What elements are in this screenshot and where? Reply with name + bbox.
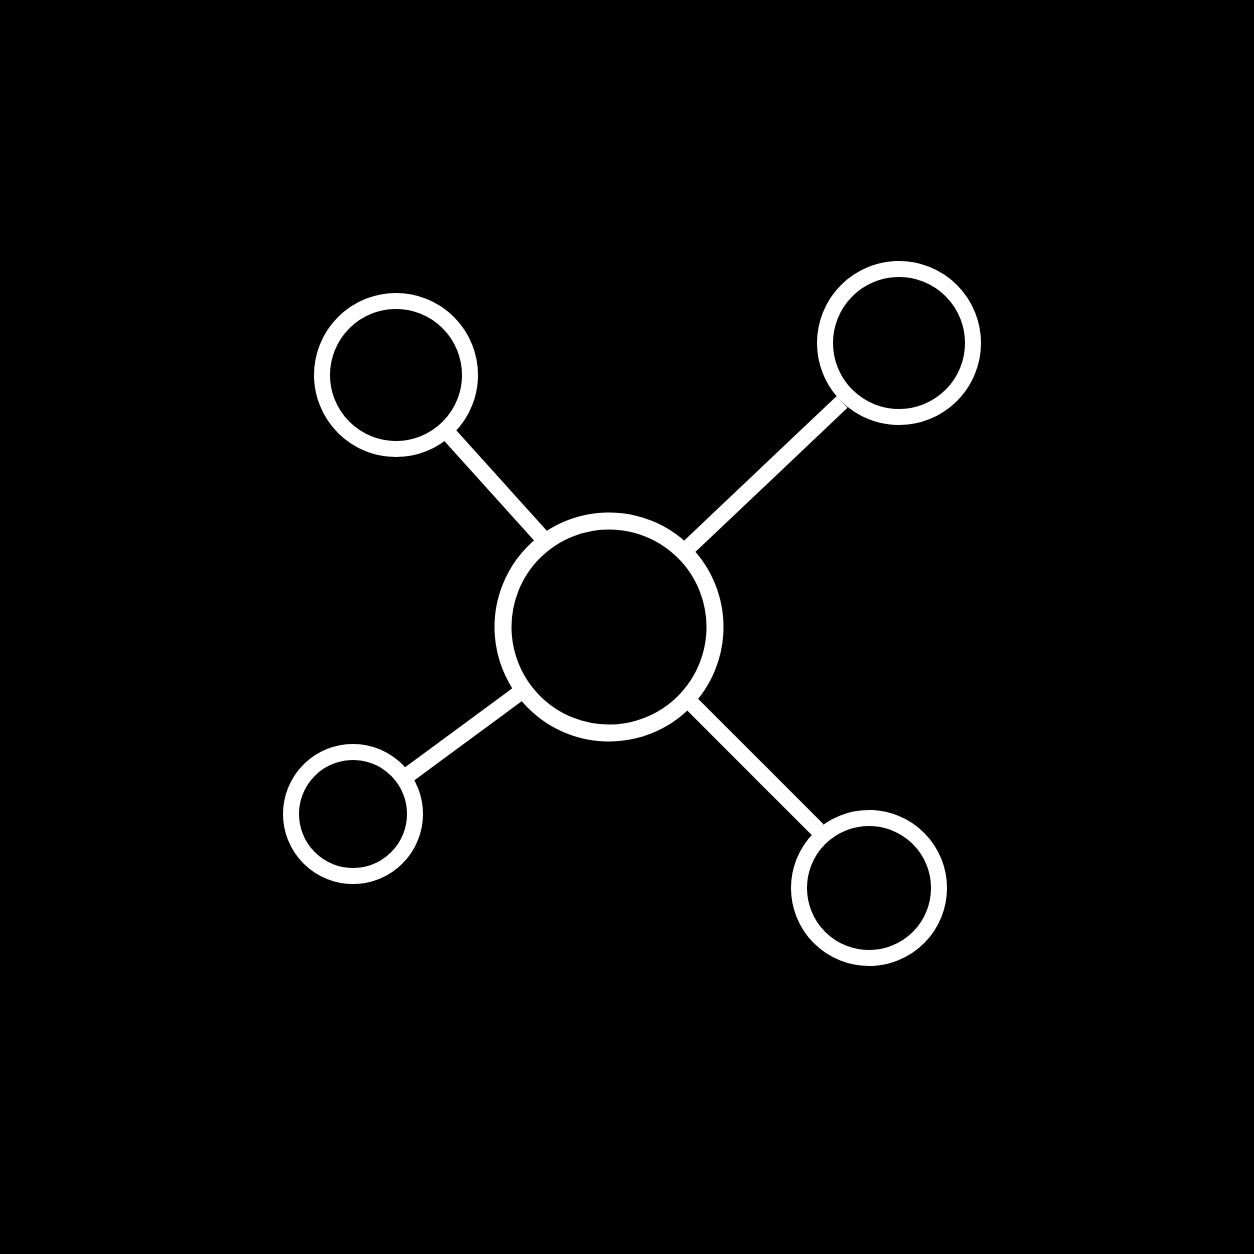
connector-top-right [683,396,848,553]
top-right-node [817,261,981,425]
connector-bottom-right [682,694,824,836]
bottom-left-node [283,744,423,884]
hub-node [494,512,724,742]
top-left-node [314,293,478,457]
bottom-right-node [791,810,947,966]
connector-bottom-left [399,687,523,785]
connector-top-left [441,426,554,550]
